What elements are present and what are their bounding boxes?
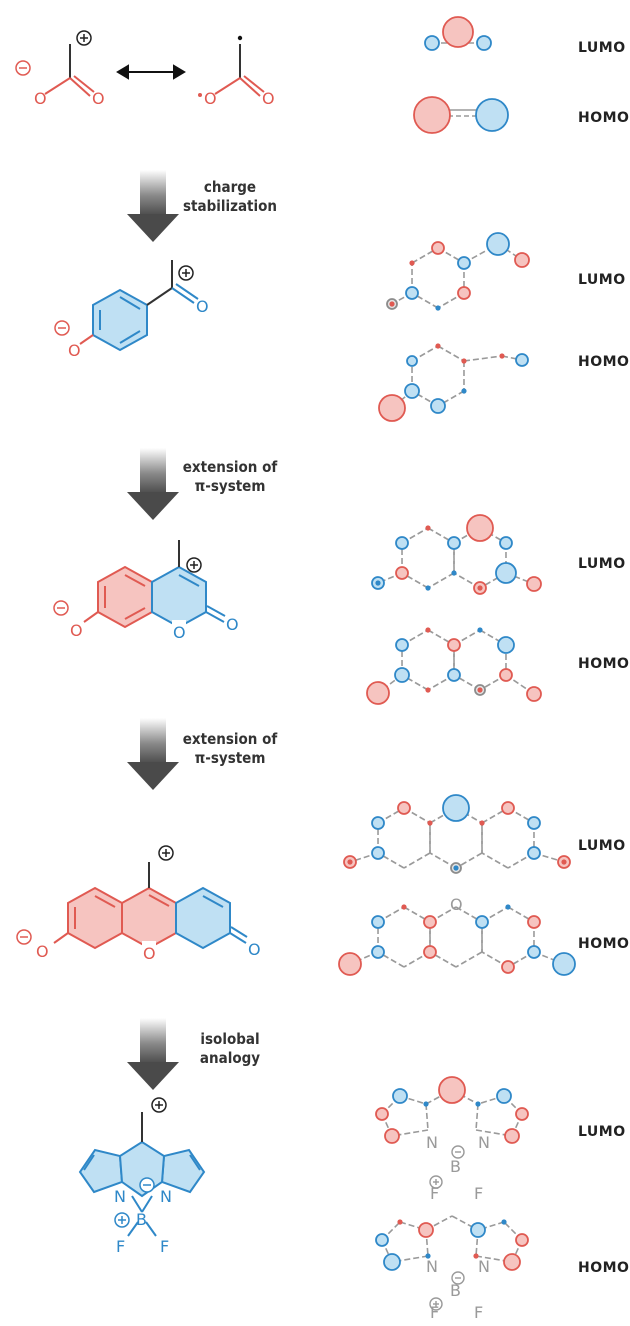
charge-minus-1 [15, 60, 31, 76]
orb-atom-o-1: O [450, 895, 463, 914]
atom-o-5c: O [248, 940, 261, 959]
orbital-label-5: LUMO [578, 556, 626, 572]
step-label-1-line2: stabilization [182, 197, 278, 215]
orbital-bodipy-homo [375, 1215, 529, 1311]
orbital-label-4: HOMO [578, 354, 630, 370]
charge-plus-5 [151, 1097, 167, 1113]
step-label-4-line1: isolobal [200, 1030, 260, 1048]
orbital-carboxylate-homo [413, 96, 509, 134]
molecule-radical [214, 44, 265, 97]
atom-f-1: F [116, 1237, 125, 1256]
step-label-3-line2: π-system [194, 749, 266, 767]
atom-o-4c: O [226, 615, 239, 634]
orb-atom-f-2: F [474, 1184, 483, 1203]
atom-o-2b: O [262, 89, 275, 108]
orbital-xanthene-lumo [343, 794, 571, 874]
atom-b-1: B [136, 1210, 147, 1229]
atom-o-1b: O [92, 89, 105, 108]
step-label-3: extension of π-system [160, 730, 300, 768]
step-arrow-2 [127, 448, 179, 520]
charge-minus-4 [16, 929, 32, 945]
step-arrow-1 [127, 170, 179, 242]
atom-o-3a: O [68, 341, 81, 360]
step-arrow-3 [127, 718, 179, 790]
orb-atom-f-4: F [474, 1303, 483, 1322]
step-label-4: isolobal analogy [160, 1030, 300, 1068]
charge-minus-3 [53, 600, 69, 616]
molecule-phenolate [79, 260, 199, 352]
molecule-carboxylate [44, 44, 95, 97]
radical-dot-top [237, 35, 243, 41]
orb-atom-b-2: B [450, 1281, 461, 1300]
charge-plus-1 [76, 30, 92, 46]
orb-atom-n-2: N [478, 1133, 490, 1152]
step-label-2: extension of π-system [160, 458, 300, 496]
molecule-xanthene [53, 862, 248, 955]
atom-o-1a: O [34, 89, 47, 108]
orbital-label-10: HOMO [578, 1260, 630, 1276]
orbital-label-1: LUMO [578, 40, 626, 56]
orb-atom-n-1: N [426, 1133, 438, 1152]
orb-atom-b-1: B [450, 1157, 461, 1176]
step-label-1-line1: charge [203, 178, 257, 196]
atom-o-5b: O [143, 944, 156, 963]
orbital-coumarin-lumo [371, 514, 542, 595]
atom-n-2: N [160, 1187, 172, 1206]
step-label-3-line1: extension of [182, 730, 278, 748]
step-label-1: charge stabilization [160, 178, 300, 216]
atom-o-2a: O [204, 89, 217, 108]
orb-atom-f-3: F [430, 1303, 439, 1322]
orbital-label-6: HOMO [578, 656, 630, 672]
orbital-label-8: HOMO [578, 936, 630, 952]
orbital-phenolate-lumo [386, 232, 530, 311]
orbital-coumarin-homo [366, 627, 542, 705]
radical-dot-o [198, 93, 202, 97]
charge-plus-2 [178, 265, 194, 281]
molecule-bodipy [78, 1112, 206, 1237]
step-arrow-4 [127, 1018, 179, 1090]
charge-plus-3 [186, 557, 202, 573]
orb-atom-f-1: F [430, 1184, 439, 1203]
orb-atom-n-3: N [426, 1257, 438, 1276]
orbital-label-3: LUMO [578, 272, 626, 288]
orb-atom-n-4: N [478, 1257, 490, 1276]
orbital-label-7: LUMO [578, 838, 626, 854]
orbital-xanthene-homo [338, 904, 576, 976]
charge-minus-2 [54, 320, 70, 336]
molecule-coumarin [83, 540, 226, 634]
resonance-arrow [116, 64, 186, 80]
atom-o-4b: O [173, 623, 186, 642]
charge-plus-4 [158, 845, 174, 861]
atom-o-5a: O [36, 942, 49, 961]
atom-f-2: F [160, 1237, 169, 1256]
charge-minus-5 [139, 1177, 155, 1193]
step-label-2-line1: extension of [182, 458, 278, 476]
charge-plus-6 [114, 1212, 130, 1228]
atom-o-4a: O [70, 621, 83, 640]
orbital-label-9: LUMO [578, 1124, 626, 1140]
orbital-label-2: HOMO [578, 110, 630, 126]
orbital-phenolate-homo [378, 343, 529, 422]
atom-o-3b: O [196, 297, 209, 316]
step-label-4-line2: analogy [199, 1049, 261, 1067]
step-label-2-line2: π-system [194, 477, 266, 495]
orbital-carboxylate-lumo [424, 16, 492, 51]
orbital-bodipy-lumo [375, 1076, 529, 1189]
atom-n-1: N [114, 1187, 126, 1206]
